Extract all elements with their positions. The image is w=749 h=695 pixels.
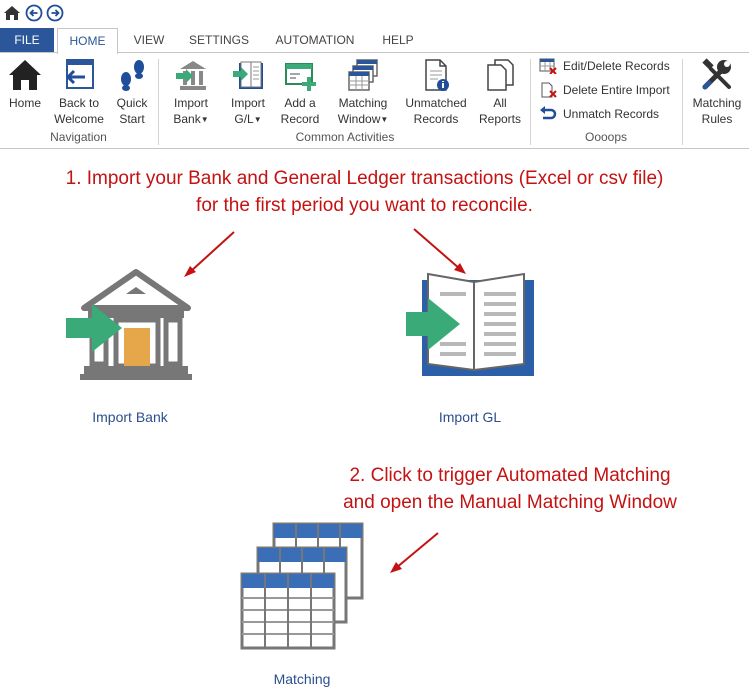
matching-label[interactable]: Matching — [273, 671, 331, 687]
edit-delete-records-button[interactable]: Edit/Delete Records — [539, 56, 679, 76]
group-label-common-activities: Common Activities — [295, 130, 395, 144]
ribbon-separator — [158, 59, 159, 145]
ledger-import-icon — [233, 61, 263, 89]
pointer-arrow-icon — [390, 532, 439, 573]
matching-grid-icon — [348, 59, 378, 91]
reports-icon — [487, 59, 514, 91]
matching-large-icon[interactable] — [238, 520, 366, 652]
back-to-welcome-label-line2: Welcome — [54, 112, 104, 126]
import-bank-label-line2: Bank — [173, 112, 201, 126]
ribbon-tabs: FILE HOME VIEW SETTINGS AUTOMATION HELP — [0, 28, 749, 54]
unmatch-records-label: Unmatch Records — [563, 107, 660, 121]
matching-window-button[interactable]: Matching Window▼ — [333, 57, 393, 128]
tab-file[interactable]: FILE — [0, 28, 54, 53]
quick-access-toolbar — [0, 0, 749, 28]
unmatched-records-label-line2: Records — [413, 112, 459, 126]
unmatch-records-button[interactable]: Unmatch Records — [539, 104, 679, 124]
quick-start-label-line2: Start — [119, 112, 145, 126]
add-record-label-line1: Add a — [284, 96, 316, 110]
bank-import-icon — [176, 61, 206, 90]
edit-delete-records-label: Edit/Delete Records — [563, 59, 670, 73]
import-bank-large-icon[interactable] — [64, 268, 200, 384]
tab-home[interactable]: HOME — [57, 28, 118, 54]
all-reports-label-line1: All — [493, 96, 507, 110]
import-gl-label-line1: Import — [230, 96, 265, 110]
instruction-step-1-line1: 1. Import your Bank and General Ledger t… — [65, 168, 664, 189]
quick-start-label-line1: Quick — [116, 96, 148, 110]
dropdown-caret-icon: ▼ — [253, 114, 262, 124]
matching-rules-label-line2: Rules — [701, 112, 733, 126]
tab-settings[interactable]: SETTINGS — [188, 33, 249, 47]
footprints-icon — [121, 60, 144, 91]
pointer-arrow-icon — [184, 231, 235, 277]
back-to-welcome-label-line1: Back to — [58, 96, 100, 110]
undo-icon — [540, 106, 557, 120]
delete-entire-import-button[interactable]: Delete Entire Import — [539, 80, 679, 100]
dropdown-caret-icon: ▼ — [380, 114, 389, 124]
forward-circle-icon[interactable] — [46, 4, 64, 22]
import-bank-button[interactable]: Import Bank▼ — [167, 57, 215, 128]
ribbon: Home Back to Welcome Quick Start Navigat… — [0, 52, 749, 149]
home-button-label: Home — [8, 96, 41, 110]
add-record-icon — [285, 63, 316, 91]
tab-automation[interactable]: AUTOMATION — [275, 33, 355, 47]
delete-entire-import-label: Delete Entire Import — [563, 83, 670, 97]
add-record-button[interactable]: Add a Record — [279, 57, 321, 127]
import-bank-label-line1: Import — [173, 96, 208, 110]
import-gl-label[interactable]: Import GL — [438, 409, 502, 425]
tab-help[interactable]: HELP — [382, 33, 414, 47]
instruction-step-2: 2. Click to trigger Automated Matching a… — [300, 462, 720, 516]
instruction-step-1-line2: for the first period you want to reconci… — [196, 195, 533, 216]
delete-document-icon — [541, 82, 557, 98]
instruction-step-2-line1: 2. Click to trigger Automated Matching — [349, 465, 671, 486]
document-info-icon — [425, 59, 449, 91]
add-record-label-line2: Record — [280, 112, 320, 126]
dropdown-caret-icon: ▼ — [200, 114, 209, 124]
matching-window-label-line2: Window — [337, 112, 381, 126]
instruction-step-1: 1. Import your Bank and General Ledger t… — [0, 165, 729, 219]
pointer-arrow-icon — [413, 228, 466, 274]
grid-sheet-front — [240, 572, 336, 650]
instruction-step-2-line2: and open the Manual Matching Window — [343, 492, 677, 513]
home-button[interactable]: Home — [3, 57, 47, 111]
import-bank-label[interactable]: Import Bank — [92, 409, 168, 425]
back-window-icon — [65, 59, 94, 89]
ribbon-separator — [682, 59, 683, 145]
import-gl-label-line2: G/L — [234, 112, 254, 126]
home-icon — [9, 60, 41, 90]
back-circle-icon[interactable] — [25, 4, 43, 22]
all-reports-label-line2: Reports — [478, 112, 522, 126]
quick-start-button[interactable]: Quick Start — [111, 57, 153, 127]
import-gl-button[interactable]: Import G/L▼ — [224, 57, 272, 128]
tools-icon — [702, 58, 731, 90]
unmatched-records-label-line1: Unmatched — [405, 96, 467, 110]
group-label-oooops: Oooops — [584, 130, 628, 144]
ribbon-separator — [530, 59, 531, 145]
unmatched-records-button[interactable]: Unmatched Records — [403, 57, 469, 127]
matching-rules-label-line1: Matching — [692, 96, 742, 110]
back-to-welcome-button[interactable]: Back to Welcome — [51, 57, 107, 127]
group-label-navigation: Navigation — [50, 130, 107, 144]
home-icon[interactable] — [3, 4, 21, 22]
matching-window-label-line1: Matching — [338, 96, 388, 110]
edit-delete-grid-icon — [539, 58, 557, 74]
matching-rules-button[interactable]: Matching Rules — [689, 57, 745, 127]
import-gl-large-icon[interactable] — [404, 272, 536, 378]
all-reports-button[interactable]: All Reports — [477, 57, 523, 127]
tab-view[interactable]: VIEW — [133, 33, 165, 47]
